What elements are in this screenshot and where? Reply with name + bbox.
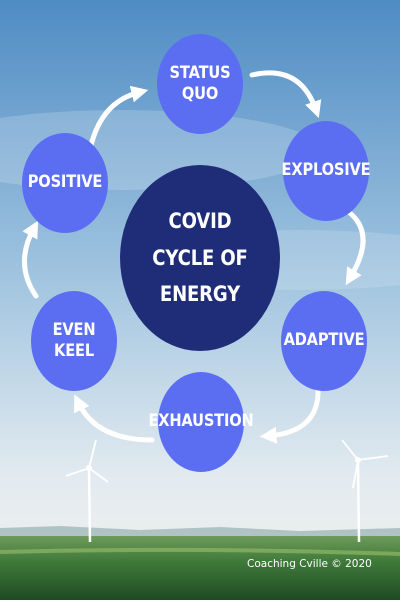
arrow-exhaustion-to-even-keel <box>73 394 155 443</box>
arrow-explosive-to-adaptive <box>343 207 366 286</box>
arrow-even-keel-to-positive <box>22 220 39 299</box>
credit-text: Coaching Cville © 2020 <box>247 558 372 570</box>
stage-even-keel: EVEN KEEL <box>31 291 117 391</box>
arrow-positive-to-status-quo <box>87 85 149 153</box>
stage-status-quo: STATUS QUO <box>157 34 243 134</box>
stage-exhaustion: EXHAUSTION <box>148 372 254 472</box>
stage-positive: POSITIVE <box>22 133 108 233</box>
arrow-adaptive-to-exhaustion <box>259 385 321 444</box>
wind-turbine-left <box>65 439 109 543</box>
arrow-status-quo-to-explosive <box>249 70 322 119</box>
stage-adaptive: ADAPTIVE <box>281 291 367 391</box>
wind-turbine-right <box>341 439 389 543</box>
stage-explosive: EXPLOSIVE <box>282 121 371 221</box>
center-circle: COVID CYCLE OF ENERGY <box>120 165 280 351</box>
